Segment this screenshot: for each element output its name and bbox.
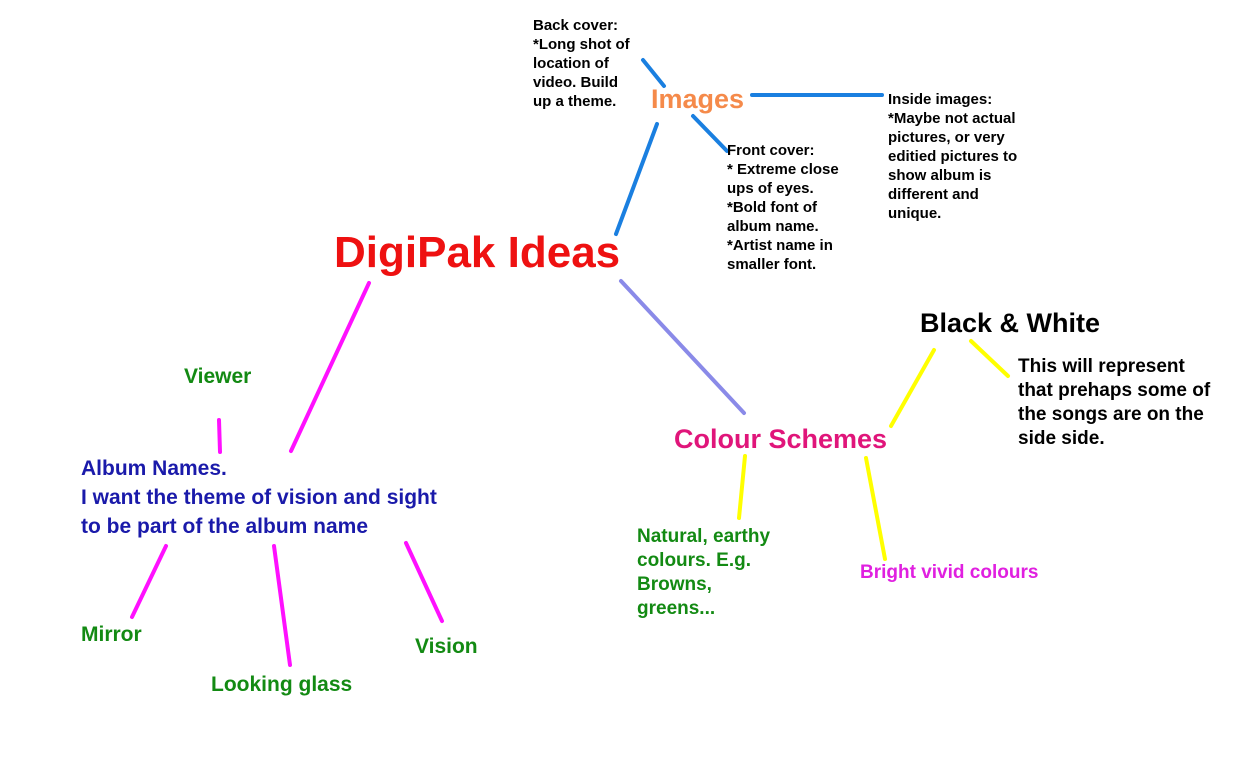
images-node: Images: [651, 84, 745, 114]
black-white-note: This will represent that prehaps some of…: [1018, 356, 1211, 449]
natural-colours-node: Natural, earthy colours. E.g. Browns, gr…: [637, 526, 771, 619]
edge-title-images: [614, 122, 659, 236]
diagram-title: DigiPak Ideas: [334, 228, 621, 277]
edge-colour-bright: [864, 456, 887, 561]
edge-album-viewer: [217, 418, 222, 454]
edge-title-album-names: [289, 281, 371, 453]
looking-glass-node: Looking glass: [211, 673, 353, 696]
black-white-node: Black & White: [920, 308, 1101, 338]
front-cover-note: Front cover: * Extreme close ups of eyes…: [727, 142, 839, 273]
edge-album-mirror: [130, 544, 168, 619]
viewer-node: Viewer: [184, 365, 252, 388]
edge-images-front-cover: [691, 114, 729, 153]
edge-title-colour-schemes: [619, 279, 746, 415]
mirror-node: Mirror: [81, 623, 142, 646]
back-cover-note: Back cover: *Long shot of location of vi…: [533, 17, 630, 110]
edge-album-looking-glass: [272, 544, 292, 667]
edge-colour-natural: [737, 454, 747, 520]
edge-black-white-note: [969, 339, 1010, 378]
edge-images-back-cover: [641, 58, 666, 88]
inside-images-note: Inside images: *Maybe not actual picture…: [888, 91, 1018, 222]
colour-schemes-node: Colour Schemes: [674, 424, 888, 454]
vision-node: Vision: [415, 635, 478, 658]
bright-colours-node: Bright vivid colours: [860, 562, 1039, 583]
edge-album-vision: [404, 541, 444, 623]
edge-colour-black-white: [889, 348, 936, 428]
album-names-node: Album Names. I want the theme of vision …: [81, 457, 437, 538]
